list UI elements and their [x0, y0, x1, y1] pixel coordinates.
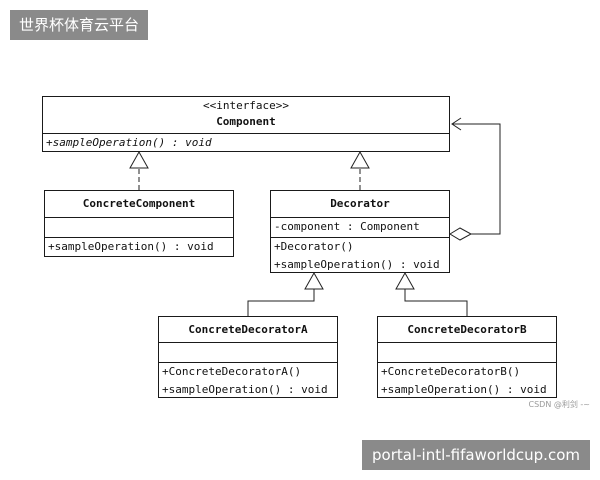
operation: +sampleOperation() : void [48, 240, 214, 253]
class-name: Decorator [330, 197, 390, 210]
realization-arrow-decorator [350, 150, 370, 169]
csdn-watermark: CSDN @利剑 -~ [528, 400, 590, 409]
generalization-arrow-b [395, 271, 415, 290]
operation: +sampleOperation() : void [46, 136, 212, 149]
class-decorator[interactable]: Decorator -component : Component +Decora… [270, 190, 450, 273]
class-name: ConcreteDecoratorB [407, 323, 527, 336]
attributes-section [45, 217, 233, 237]
class-name: Component [216, 115, 276, 128]
class-name: ConcreteDecoratorA [188, 323, 308, 336]
attribute: -component : Component [274, 220, 420, 233]
aggregation-line [452, 123, 501, 235]
operation: +ConcreteDecoratorB() [381, 365, 521, 378]
domain-badge: portal-intl-fifaworldcup.com [362, 440, 590, 470]
operation: +Decorator() [274, 240, 354, 253]
site-badge: 世界杯体育云平台 [10, 10, 149, 40]
generalization-line-b [404, 289, 468, 316]
realization-arrow-concrete-component [129, 150, 149, 169]
class-concrete-component[interactable]: ConcreteComponent +sampleOperation() : v… [44, 190, 234, 257]
operation: +sampleOperation() : void [381, 383, 547, 396]
aggregation-diamond [449, 227, 473, 241]
class-concrete-decorator-a[interactable]: ConcreteDecoratorA +ConcreteDecoratorA()… [158, 316, 338, 398]
operation: +sampleOperation() : void [162, 383, 328, 396]
generalization-arrow-a [304, 271, 324, 290]
class-concrete-decorator-b[interactable]: ConcreteDecoratorB +ConcreteDecoratorB()… [377, 316, 557, 398]
class-name: ConcreteComponent [82, 197, 196, 210]
attributes-section [378, 342, 556, 362]
stereotype-label: <<interface>> [202, 99, 290, 112]
operation: +sampleOperation() : void [274, 258, 440, 271]
class-component[interactable]: <<interface>> Component +sampleOperation… [42, 96, 450, 152]
operation: +ConcreteDecoratorA() [162, 365, 302, 378]
attributes-section [159, 342, 337, 362]
generalization-line-a [247, 289, 315, 316]
aggregation-arrowhead [451, 117, 462, 131]
